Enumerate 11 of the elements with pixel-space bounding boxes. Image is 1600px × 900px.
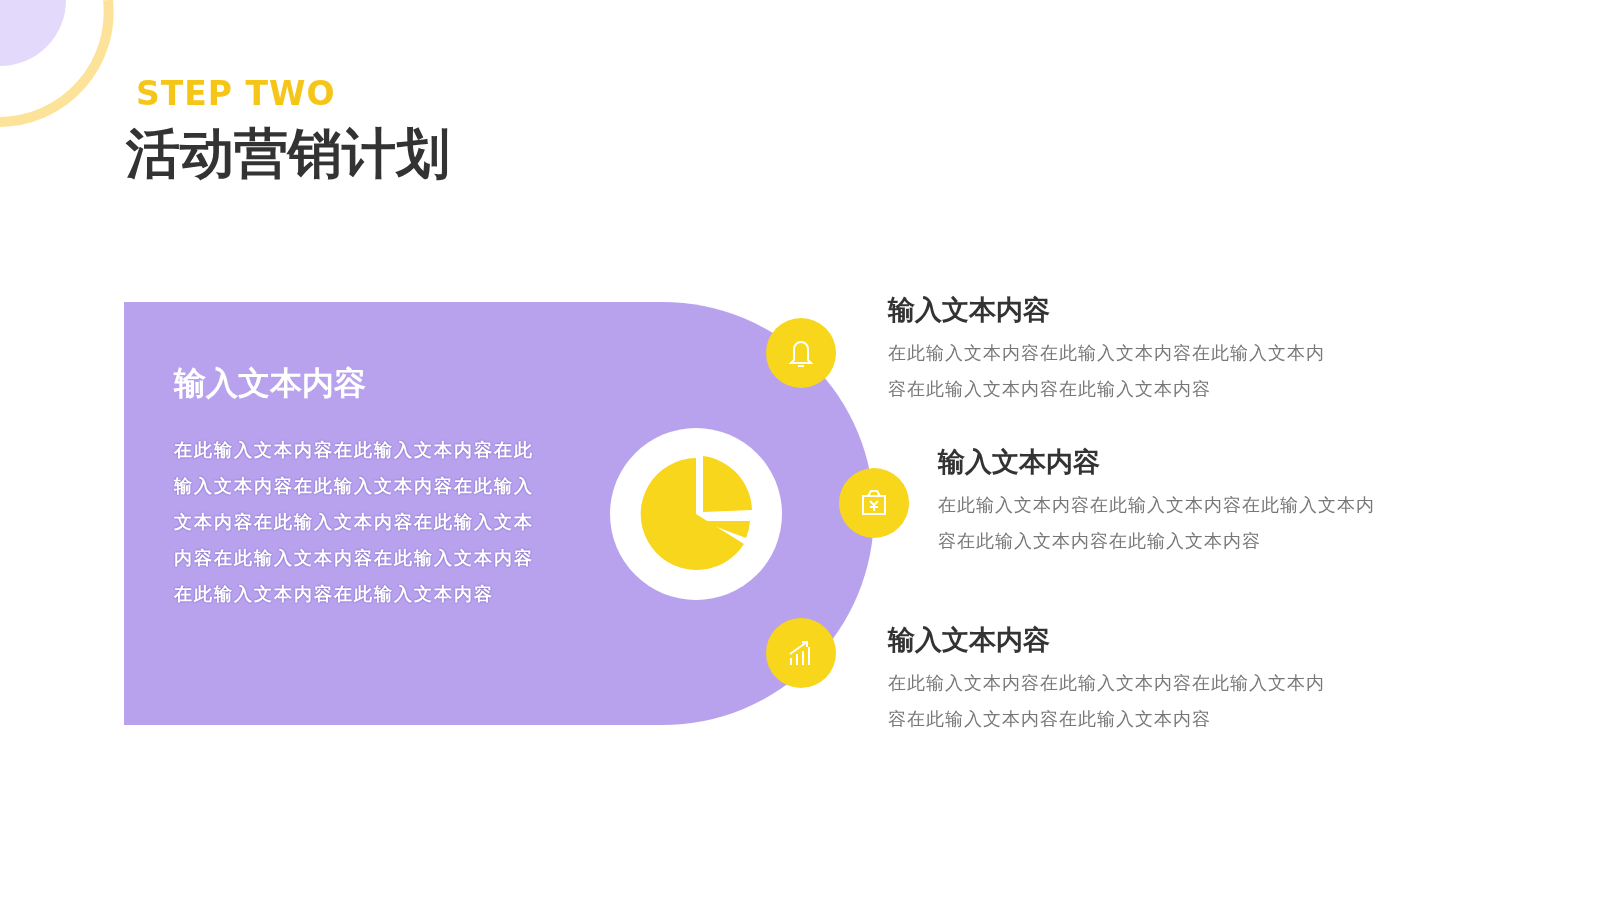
item-heading: 输入文本内容	[888, 623, 1050, 657]
item-heading: 输入文本内容	[938, 445, 1100, 479]
item-heading: 输入文本内容	[888, 293, 1050, 327]
item-text: 在此输入文本内容在此输入文本内容在此输入文本内容在此输入文本内容在此输入文本内容	[938, 493, 1376, 553]
item-text: 在此输入文本内容在此输入文本内容在此输入文本内容在此输入文本内容在此输入文本内容	[888, 341, 1326, 401]
item-text: 在此输入文本内容在此输入文本内容在此输入文本内容在此输入文本内容在此输入文本内容	[888, 671, 1326, 731]
panel-heading: 输入文本内容	[174, 363, 366, 404]
slide-title: 活动营销计划	[126, 121, 450, 187]
content-panel	[124, 302, 874, 725]
step-label: STEP TWO	[136, 74, 336, 113]
panel-text: 在此输入文本内容在此输入文本内容在此输入文本内容在此输入文本内容在此输入文本内容在此输入文本内容在此输入文本内容在此输入文本内容在此输入文本内容在此输入文本内容在此输入文本内容	[174, 438, 535, 606]
